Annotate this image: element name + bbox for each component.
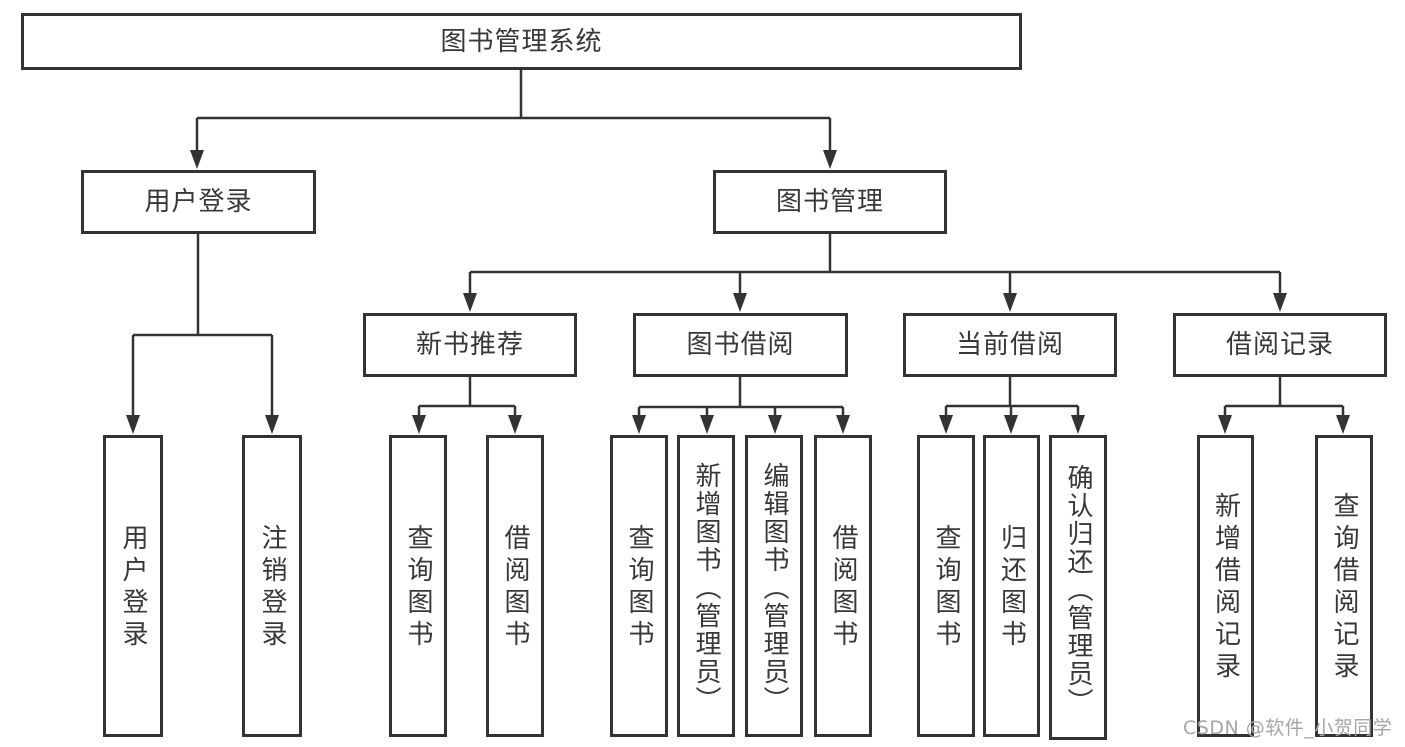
leaf-cb-return-books: 归还图书 — [983, 435, 1040, 737]
leaf-user-login: 用户登录 — [103, 435, 163, 737]
node-new-book-recommend: 新书推荐 — [363, 313, 577, 377]
leaf-br-query-record: 查询借阅记录 — [1315, 435, 1373, 737]
connector-book-management — [463, 234, 1287, 312]
leaf-bb-add-books-admin: 新增图书（管理员） — [677, 435, 735, 737]
node-user-login: 用户登录 — [81, 170, 316, 234]
connector-new-book-recommend — [412, 377, 522, 434]
leaf-bb-query-books: 查询图书 — [610, 435, 668, 737]
leaf-br-add-record: 新增借阅记录 — [1197, 435, 1254, 737]
connector-book-borrowing — [632, 377, 850, 434]
node-borrowing-records: 借阅记录 — [1173, 313, 1387, 377]
connector-borrowing-records — [1218, 377, 1350, 434]
leaf-cb-query-books: 查询图书 — [917, 435, 975, 737]
leaf-bb-edit-books-admin: 编辑图书（管理员） — [745, 435, 803, 737]
watermark: CSDN @软件_小贺同学 — [1183, 717, 1393, 739]
node-book-management: 图书管理 — [713, 170, 947, 234]
leaf-logout-login: 注销登录 — [242, 435, 302, 737]
connector-current-borrowing — [939, 377, 1085, 434]
node-current-borrowing: 当前借阅 — [903, 313, 1117, 377]
leaf-nbr-borrow-books: 借阅图书 — [486, 435, 544, 737]
leaf-cb-confirm-return-admin: 确认归还（管理员） — [1049, 435, 1107, 740]
leaf-nbr-query-books: 查询图书 — [389, 435, 447, 737]
connector-root — [190, 70, 837, 169]
leaf-bb-borrow-books: 借阅图书 — [814, 435, 872, 737]
node-book-borrowing: 图书借阅 — [633, 313, 848, 377]
node-library-system: 图书管理系统 — [21, 13, 1022, 70]
connector-user-login — [126, 234, 279, 434]
